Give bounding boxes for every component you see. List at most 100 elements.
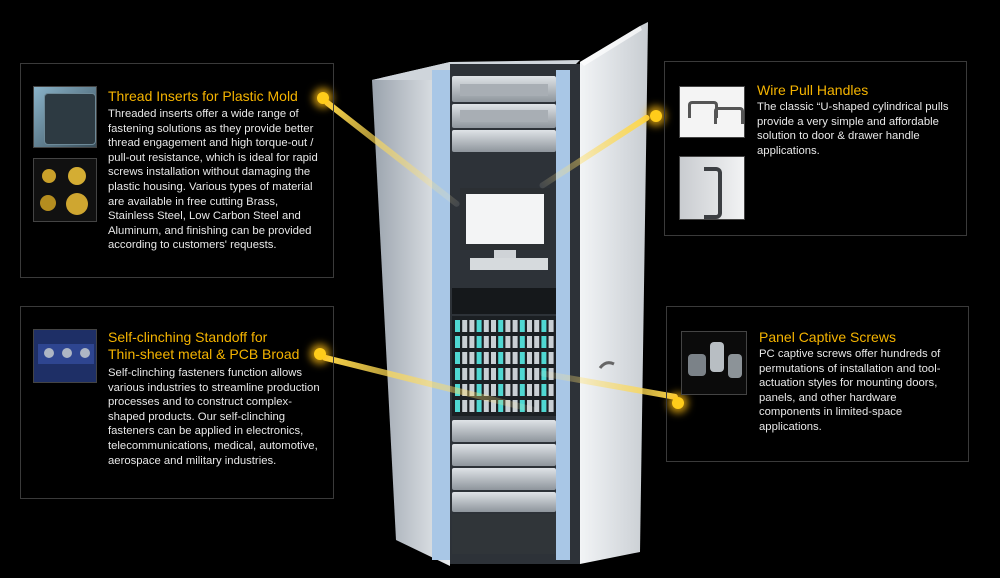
disk-drive: [483, 384, 489, 396]
disk-drive: [505, 368, 511, 380]
disk-drive: [462, 400, 468, 412]
callout-self-clinching-standoff[interactable]: Self-clinching Standoff for Thin-sheet m…: [20, 306, 334, 499]
disk-drive: [455, 400, 460, 412]
disk-drive: [548, 384, 554, 396]
rack-door: [580, 22, 648, 564]
disk-drive: [491, 336, 496, 348]
disk-drive: [519, 368, 525, 380]
disk-drive: [483, 320, 489, 332]
disk-drive: [548, 320, 554, 332]
disk-drive: [534, 352, 540, 364]
disk-drive: [534, 336, 540, 348]
disk-drive: [483, 400, 489, 412]
disk-drive: [505, 384, 511, 396]
disk-drive: [462, 336, 468, 348]
disk-drive: [527, 352, 532, 364]
disk-drive: [541, 320, 547, 332]
disk-drive: [541, 352, 547, 364]
disk-drive: [527, 368, 532, 380]
wire-handles-photo-1: [679, 86, 745, 138]
disk-drive: [534, 400, 540, 412]
disk-drive: [512, 336, 518, 348]
disk-drive: [519, 384, 525, 396]
disk-drive: [491, 368, 496, 380]
disk-drive: [498, 352, 504, 364]
disk-drive: [505, 352, 511, 364]
callout-dot-wire: [650, 110, 662, 122]
wire-pull-title: Wire Pull Handles: [757, 82, 869, 98]
disk-drive: [519, 352, 525, 364]
disk-drive: [541, 384, 547, 396]
disk-drive: [498, 368, 504, 380]
black-server: [452, 288, 556, 314]
disk-drive: [462, 320, 468, 332]
standoff-title-line2: Thin-sheet metal & PCB Broad: [108, 346, 300, 362]
disk-drive: [548, 400, 554, 412]
server-units-bottom: [452, 420, 556, 554]
disk-drive: [541, 400, 547, 412]
disk-drive: [491, 384, 496, 396]
disk-drive: [476, 352, 482, 364]
standoff-body: Self-clinching fasteners function allows…: [108, 367, 320, 467]
disk-drive: [469, 400, 475, 412]
disk-drive: [512, 320, 518, 332]
disk-drive: [498, 384, 504, 396]
captive-screws-body: PC captive screws offer hundreds of perm…: [759, 348, 941, 433]
monitor: [460, 188, 550, 270]
disk-drive: [534, 368, 540, 380]
disk-drive: [491, 352, 496, 364]
disk-drive: [476, 336, 482, 348]
disk-drive: [455, 368, 460, 380]
disk-drive: [469, 320, 475, 332]
disk-drive: [469, 368, 475, 380]
disk-drive: [519, 336, 525, 348]
disk-drive: [491, 320, 496, 332]
disk-drive: [462, 352, 468, 364]
disk-drive: [527, 336, 532, 348]
standoff-title-line1: Self-clinching Standoff for: [108, 329, 268, 345]
disk-drive: [498, 336, 504, 348]
disk-drive: [519, 320, 525, 332]
disk-drive: [469, 384, 475, 396]
disk-drive: [498, 320, 504, 332]
callout-dot-thread: [317, 92, 329, 104]
disk-drive: [512, 384, 518, 396]
disk-drive: [548, 352, 554, 364]
disk-drive: [534, 384, 540, 396]
server-units-top: [452, 76, 556, 152]
callout-panel-captive-screws[interactable]: Panel Captive Screws PC captive screws o…: [666, 306, 969, 462]
disk-drive: [476, 368, 482, 380]
callout-wire-pull-handles[interactable]: Wire Pull Handles The classic “U-shaped …: [664, 61, 967, 236]
callout-dot-captive: [672, 397, 684, 409]
disk-drive: [462, 368, 468, 380]
disk-drive: [483, 336, 489, 348]
disk-drive: [505, 320, 511, 332]
thread-insert-photo-2: [33, 158, 97, 222]
disk-drive: [548, 336, 554, 348]
disk-drive: [455, 336, 460, 348]
disk-drive: [483, 368, 489, 380]
disk-drive: [469, 336, 475, 348]
disk-drive: [491, 400, 496, 412]
captive-screws-photo: [681, 331, 747, 395]
wire-handles-photo-2: [679, 156, 745, 220]
disk-drive: [527, 320, 532, 332]
disk-drive: [541, 336, 547, 348]
thread-inserts-body: Threaded inserts offer a wide range of f…: [108, 108, 318, 252]
disk-drive: [455, 320, 460, 332]
disk-drive: [455, 352, 460, 364]
thread-insert-photo-1: [33, 86, 97, 148]
disk-drive: [476, 320, 482, 332]
callout-thread-inserts[interactable]: Thread Inserts for Plastic Mold Threaded…: [20, 63, 334, 278]
wire-pull-body: The classic “U-shaped cylindrical pulls …: [757, 101, 949, 157]
disk-drive: [505, 336, 511, 348]
door-handle: [598, 361, 615, 369]
standoff-photo: [33, 329, 97, 383]
disk-drive: [476, 384, 482, 396]
thread-inserts-title: Thread Inserts for Plastic Mold: [108, 88, 298, 104]
captive-screws-title: Panel Captive Screws: [759, 329, 896, 345]
disk-drive: [469, 352, 475, 364]
disk-drive: [498, 400, 504, 412]
disk-drive: [483, 352, 489, 364]
